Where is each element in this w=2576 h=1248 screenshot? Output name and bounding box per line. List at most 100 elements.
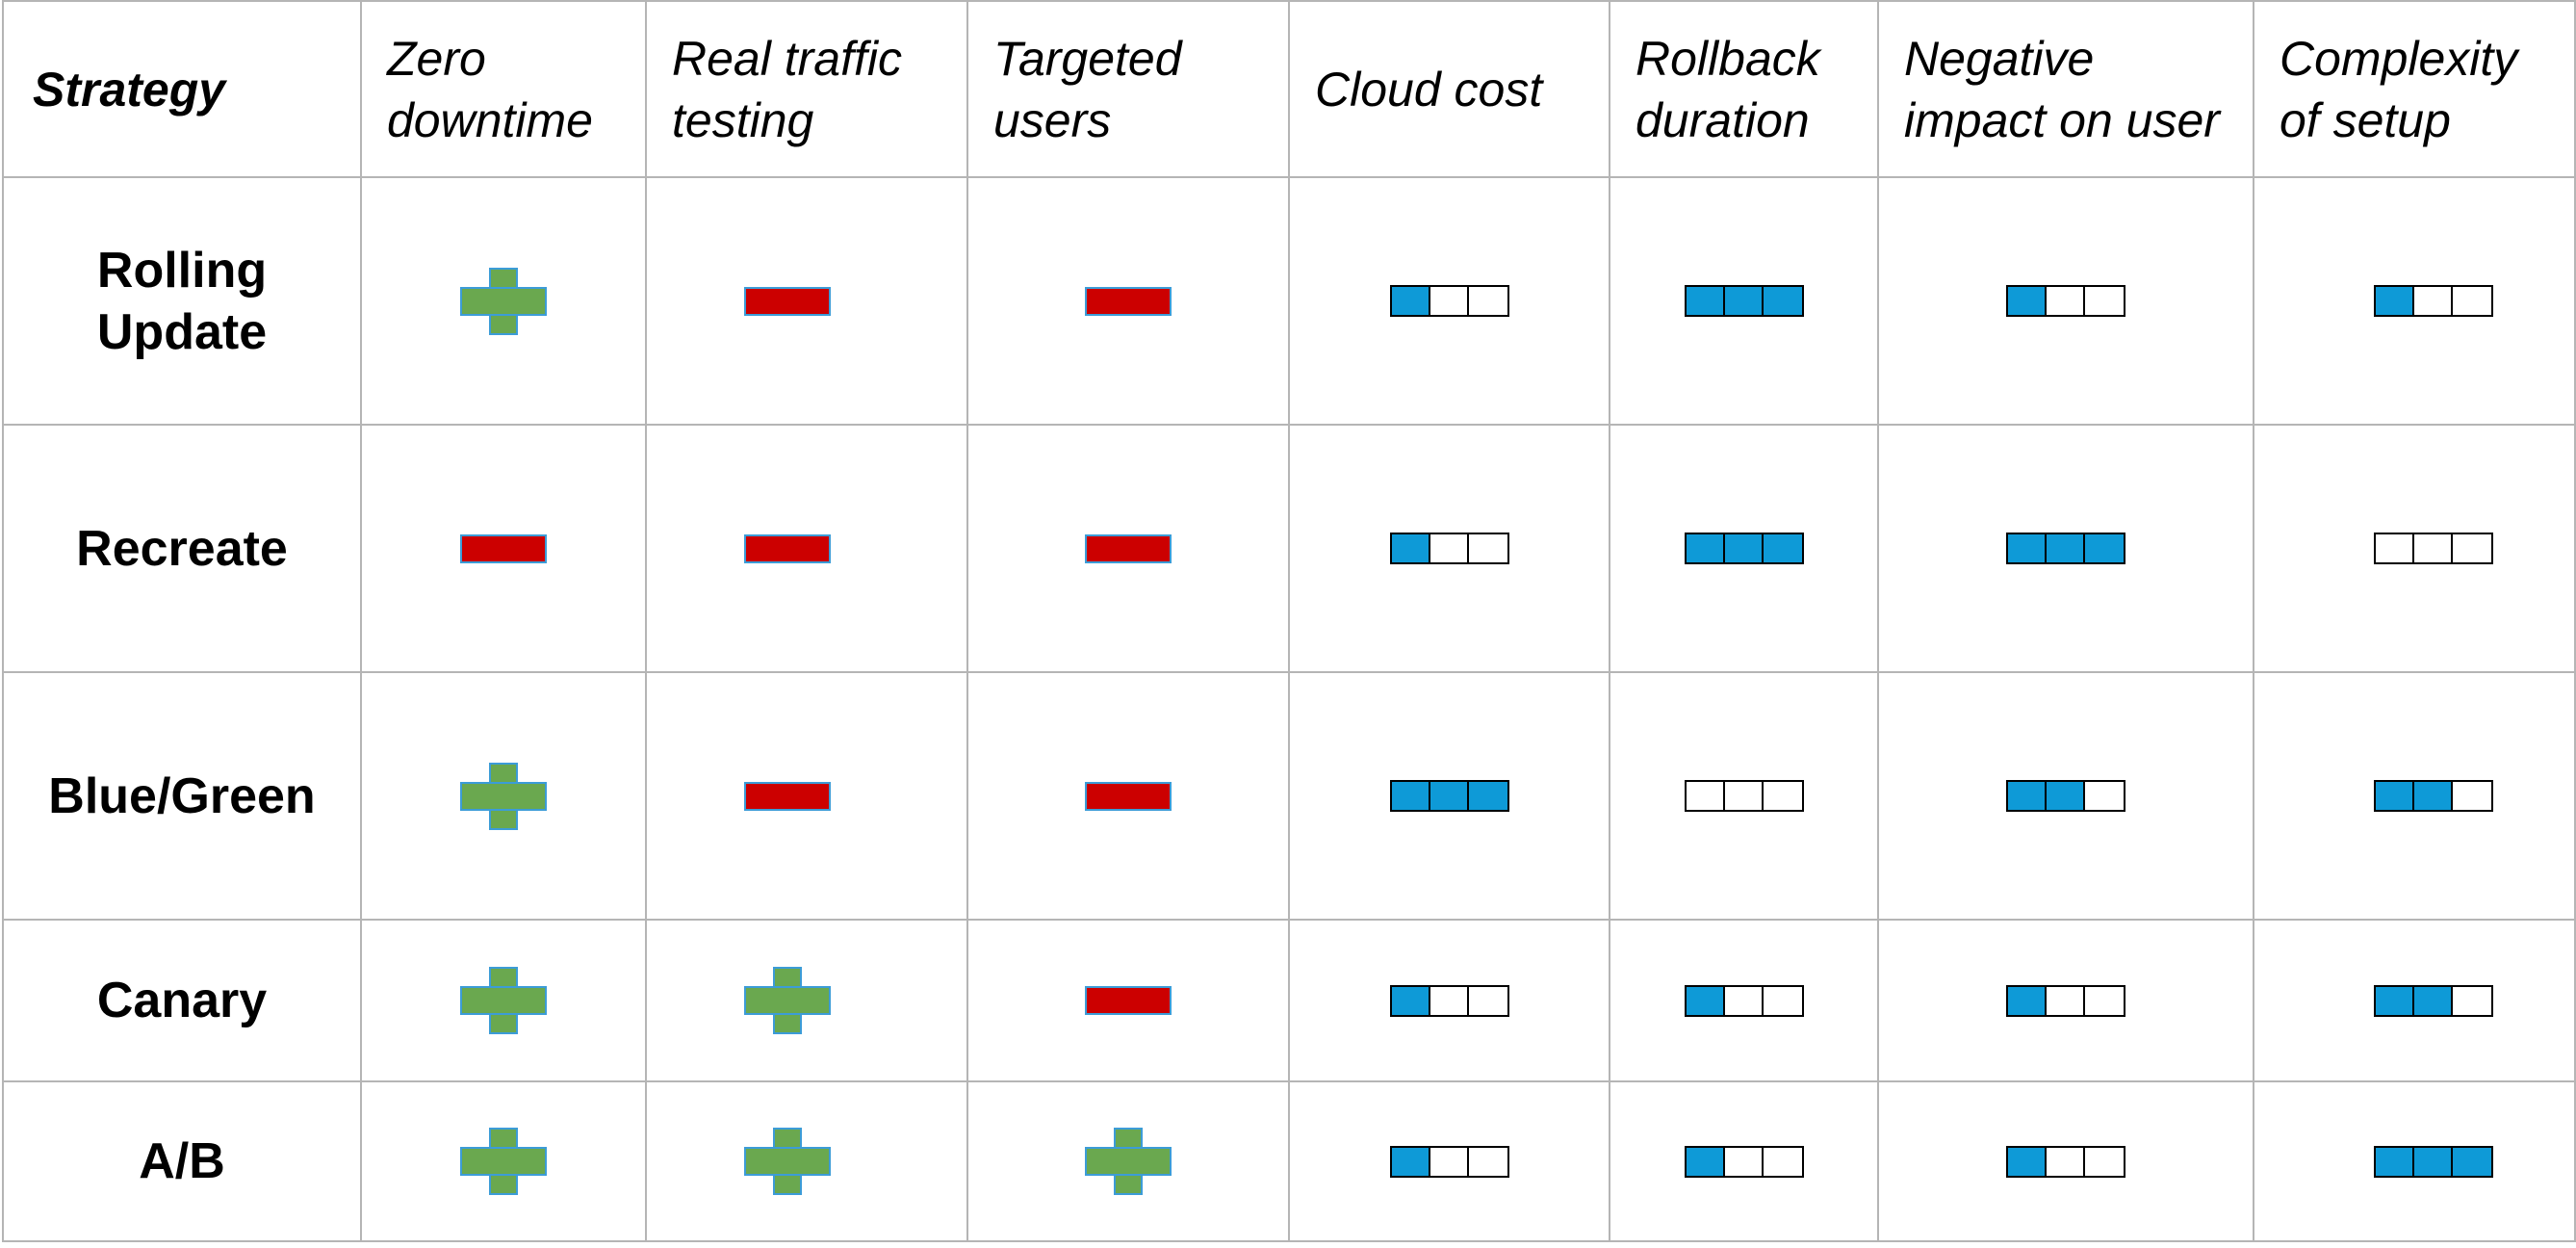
rating-segment-empty [1763,782,1802,810]
minus-icon [1085,986,1172,1015]
cell-cloud-cost [1288,1080,1610,1242]
rating-segment-filled [1391,986,1430,1015]
column-header-complexity: Complexity of setup [2253,0,2576,178]
rating-segment-empty [1468,1147,1507,1176]
minus-icon [744,533,831,563]
cell-rollback-duration [1609,1080,1879,1242]
rating-segment-empty [2414,287,2453,315]
plus-icon [460,267,547,335]
plus-icon [460,762,547,830]
rating-meter [2374,533,2493,564]
minus-icon [1085,286,1172,316]
rating-segment-filled [1724,287,1764,315]
cell-negative-impact [1877,671,2254,921]
rating-meter [1684,984,1804,1017]
cell-real-traffic-testing [645,424,968,673]
cell-rollback-duration [1609,176,1879,426]
rating-segment-filled [2376,1147,2414,1176]
column-header-negative-impact: Negative impact on user [1877,0,2254,178]
rating-segment-empty [1468,534,1507,562]
plus-icon [744,967,831,1034]
minus-icon [744,781,831,811]
rating-segment-filled [1686,1147,1725,1176]
rating-segment-empty [1763,1147,1802,1176]
rating-meter [2374,780,2493,812]
cell-targeted-users [966,424,1290,673]
strategy-name-cell: Blue/Green [2,671,362,921]
rating-segment-empty [2085,986,2124,1015]
rating-segment-filled [2008,1147,2047,1176]
rating-segment-filled [2047,782,2085,810]
rating-segment-empty [2453,534,2491,562]
cell-complexity [2253,1080,2576,1242]
cell-targeted-users [966,919,1290,1082]
table-row: A/B [2,1080,2576,1242]
rating-meter [1389,984,1509,1017]
cell-cloud-cost [1288,424,1610,673]
cell-real-traffic-testing [645,176,968,426]
rating-segment-filled [1391,534,1430,562]
minus-icon [460,533,547,563]
table-row: Canary [2,919,2576,1082]
rating-meter [2374,984,2493,1017]
rating-segment-empty [1468,986,1507,1015]
strategy-name-cell: A/B [2,1080,362,1242]
cell-negative-impact [1877,424,2254,673]
rating-meter [1389,780,1509,812]
plus-icon [1085,1128,1172,1195]
rating-meter [2374,285,2493,317]
plus-icon [460,1128,547,1195]
minus-icon [1085,781,1172,811]
rating-segment-filled [2414,782,2453,810]
rating-segment-filled [1763,534,1802,562]
cell-targeted-users [966,176,1290,426]
rating-segment-empty [1724,782,1764,810]
column-header-cloud-cost: Cloud cost [1288,0,1610,178]
rating-segment-empty [1763,986,1802,1015]
cell-real-traffic-testing [645,671,968,921]
header-row: Strategy Zero downtime Real traffic test… [2,0,2576,178]
column-header-real-traffic-testing: Real traffic testing [645,0,968,178]
cell-cloud-cost [1288,919,1610,1082]
rating-segment-empty [2453,986,2491,1015]
rating-meter [2006,780,2125,812]
rating-meter [2374,1145,2493,1178]
strategy-name-cell: Canary [2,919,362,1082]
rating-segment-empty [2414,534,2453,562]
rating-segment-empty [2047,1147,2085,1176]
rating-segment-filled [2008,534,2047,562]
rating-segment-filled [2008,986,2047,1015]
rating-segment-empty [2453,287,2491,315]
rating-segment-empty [2085,782,2124,810]
cell-complexity [2253,424,2576,673]
rating-segment-filled [2414,986,2453,1015]
cell-rollback-duration [1609,424,1879,673]
rating-segment-empty [1724,986,1764,1015]
rating-meter [1684,780,1804,812]
rating-segment-filled [2376,287,2414,315]
rating-meter [2006,984,2125,1017]
cell-negative-impact [1877,919,2254,1082]
cell-zero-downtime [360,671,647,921]
cell-complexity [2253,919,2576,1082]
cell-rollback-duration [1609,671,1879,921]
cell-rollback-duration [1609,919,1879,1082]
rating-meter [2006,1145,2125,1178]
strategy-name-cell: Rolling Update [2,176,362,426]
cell-complexity [2253,671,2576,921]
rating-segment-empty [1430,534,1469,562]
rating-meter [2006,285,2125,317]
rating-segment-empty [1724,1147,1764,1176]
cell-zero-downtime [360,176,647,426]
table-row: Recreate [2,424,2576,673]
cell-negative-impact [1877,1080,2254,1242]
strategy-name-cell: Recreate [2,424,362,673]
rating-segment-filled [1724,534,1764,562]
rating-segment-filled [1391,1147,1430,1176]
rating-segment-empty [2047,986,2085,1015]
rating-meter [1684,285,1804,317]
plus-icon [460,967,547,1034]
rating-meter [1389,533,1509,564]
cell-targeted-users [966,1080,1290,1242]
